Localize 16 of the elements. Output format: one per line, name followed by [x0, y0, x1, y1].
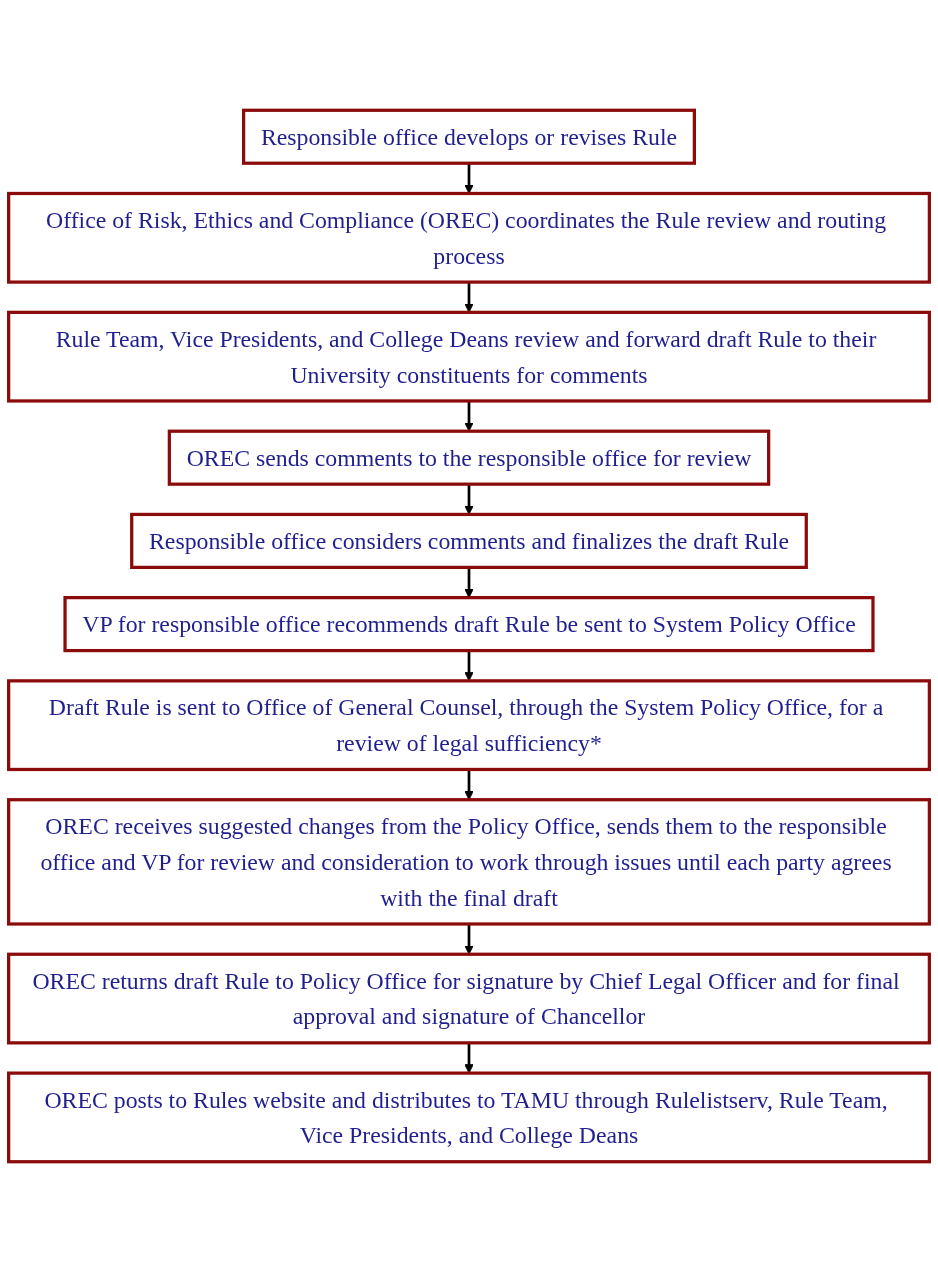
arrow	[464, 924, 474, 955]
arrow	[464, 163, 474, 194]
node-box: OREC returns draft Rule to Policy Office for signature by Chief Legal Officer and for final approval and signature of Chancellor	[7, 952, 931, 1045]
node-box: VP for responsible office recommends draft Rule be sent to System Policy Office	[63, 596, 875, 653]
node-box: OREC sends comments to the responsible office for review	[167, 429, 771, 486]
arrow	[464, 1042, 474, 1074]
arrow	[464, 282, 474, 313]
arrow	[464, 400, 474, 432]
node-box: Responsible office develops or revises Rule	[242, 108, 696, 165]
arrow	[464, 484, 474, 515]
node-box: Responsible office considers comments and finalizes the draft Rule	[130, 512, 808, 569]
node-box: Draft Rule is sent to Office of General Counsel, through the System Policy Office, for a review of legal sufficiency*	[7, 679, 931, 772]
node-box: OREC posts to Rules website and distributes to TAMU through Rulelistserv, Rule Team, Vice Presidents, and College Deans	[7, 1071, 931, 1164]
node-box: OREC receives suggested changes from the Policy Office, sends them to the responsible office and VP for review and consideration to work through issues until each party agrees with the final draft	[7, 798, 931, 926]
node-box: Rule Team, Vice Presidents, and College Deans review and forward draft Rule to their University constituents for comments	[7, 310, 931, 403]
node-box: Office of Risk, Ethics and Compliance (OREC) coordinates the Rule review and routing process	[7, 191, 931, 284]
